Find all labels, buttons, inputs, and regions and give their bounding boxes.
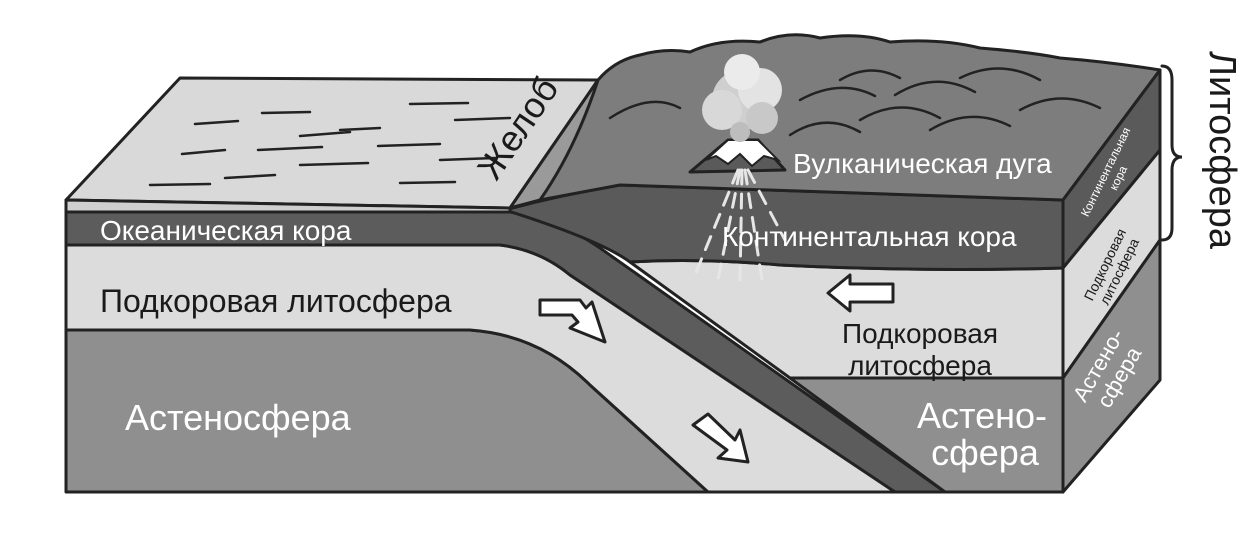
ocean-waves: [148, 101, 512, 187]
sub-lithosphere-right-label-line2: литосфера: [848, 350, 992, 381]
lithosphere-label: Литосфера: [1201, 51, 1243, 250]
ocean-front-edge: [64, 198, 512, 214]
volcanic-arc-label: Вулканическая дуга: [793, 148, 1052, 179]
oceanic-crust-label: Океаническая кора: [100, 215, 352, 246]
asthenosphere-left-label: Астеносфера: [125, 397, 352, 438]
asthenosphere-right-label-line1: Астено-: [917, 395, 1047, 436]
continental-crust-label: Континентальная кора: [722, 221, 1017, 252]
asthenosphere-right-label-line2: сфера: [931, 432, 1040, 473]
mountain-ridges: [608, 67, 1102, 137]
sub-lithosphere-left-label: Подкоровая литосфера: [100, 283, 452, 319]
convergence-arrow: [826, 273, 895, 313]
sub-lithosphere-right-label-line1: Подкоровая: [842, 318, 998, 349]
subduction-arrow-upper: [538, 298, 607, 344]
magma-dashes: [693, 168, 787, 284]
lithosphere-brace: [1160, 64, 1183, 242]
volcano-plume: [702, 54, 782, 142]
side-asthenosphere: [1061, 238, 1162, 494]
subduction-arrow-lower: [691, 412, 750, 464]
